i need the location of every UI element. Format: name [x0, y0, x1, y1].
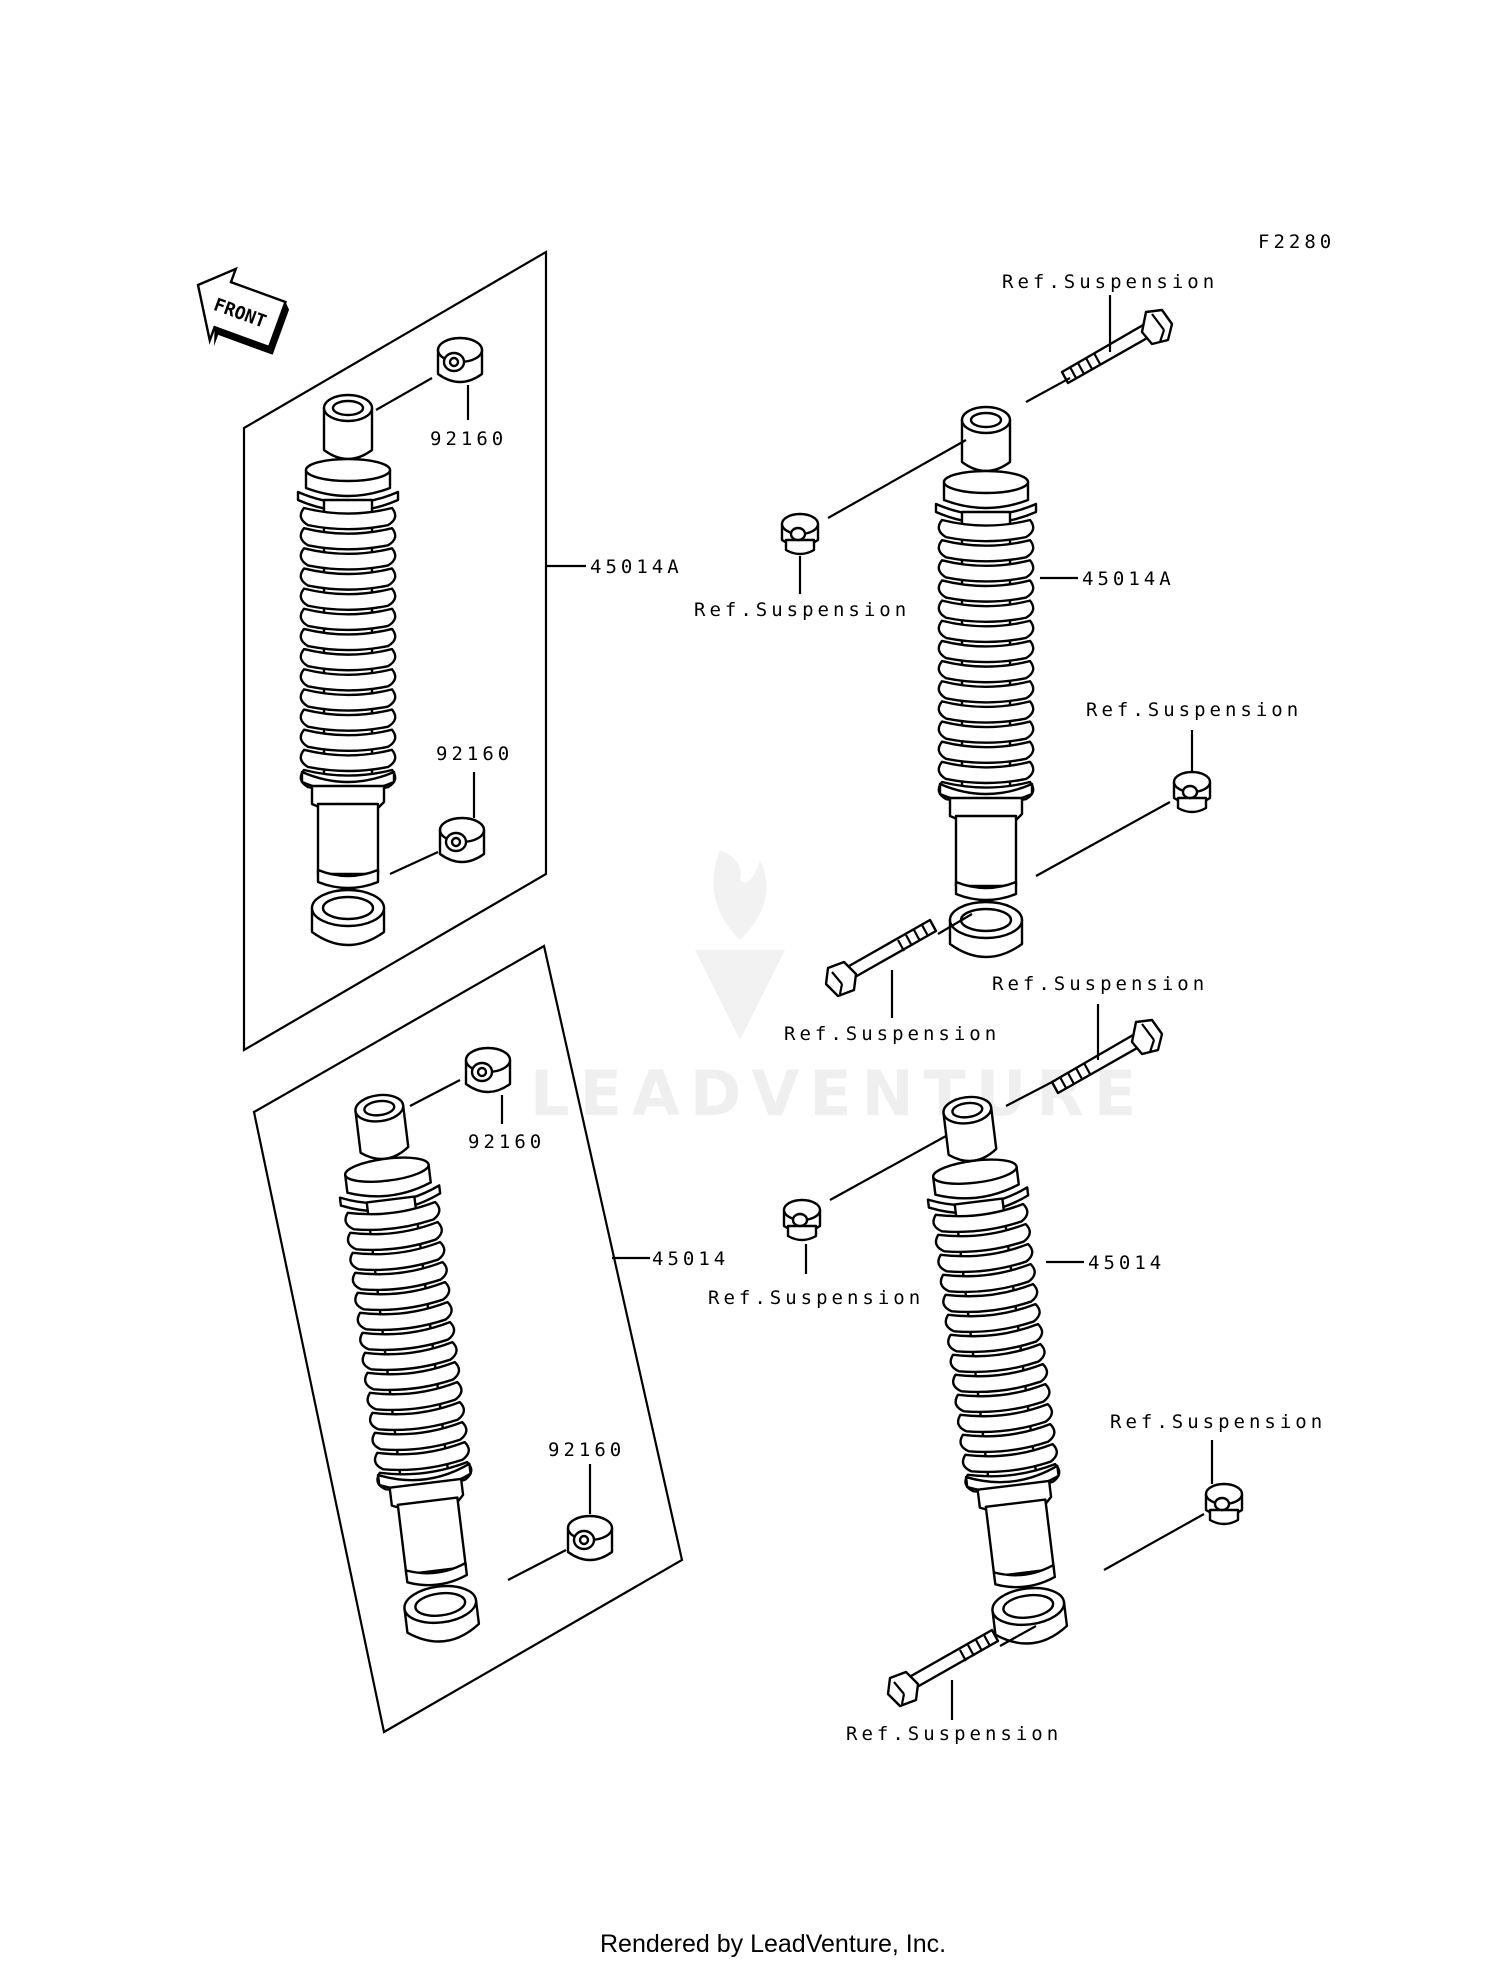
- watermark: LEADVENTURE: [530, 850, 1146, 1130]
- label-92160: 92160: [468, 1131, 545, 1153]
- ref-suspension-label: Ref.Suspension: [708, 1287, 924, 1309]
- label-92160: 92160: [436, 743, 513, 765]
- ref-suspension-label: Ref.Suspension: [1110, 1411, 1326, 1433]
- bolt-bottom-a: [824, 918, 938, 998]
- shock-absorber-45014a-kit: [296, 393, 400, 947]
- ref-suspension-label: Ref.Suspension: [992, 973, 1208, 995]
- ref-suspension-label: Ref.Suspension: [694, 599, 910, 621]
- kit-frame-45014a: [242, 250, 548, 1052]
- flange-nut-top-a: [780, 512, 820, 556]
- flange-nut-bottom: [1204, 1482, 1244, 1526]
- watermark-text: LEADVENTURE: [530, 1057, 1146, 1130]
- label-45014: 45014: [1088, 1252, 1165, 1274]
- bushing-92160-top-a: [436, 336, 484, 384]
- shock-absorber-45014: [914, 1089, 1084, 1651]
- figure-code: F2280: [1258, 231, 1335, 253]
- ref-suspension-label: Ref.Suspension: [846, 1723, 1062, 1745]
- render-credit: Rendered by LeadVenture, Inc.: [600, 1930, 946, 1958]
- bushing-92160-bottom: [566, 1514, 614, 1562]
- bolt-bottom: [886, 1628, 1000, 1708]
- bolt-top-a: [1060, 308, 1174, 385]
- flange-nut-top: [782, 1198, 822, 1242]
- shock-absorber-45014-kit: [326, 1087, 496, 1649]
- label-45014a: 45014A: [1082, 568, 1175, 590]
- ref-suspension-label: Ref.Suspension: [1086, 699, 1302, 721]
- bushing-92160-top: [464, 1046, 512, 1094]
- label-92160: 92160: [430, 428, 507, 450]
- label-45014a: 45014A: [590, 556, 683, 578]
- label-45014: 45014: [652, 1248, 729, 1270]
- label-92160: 92160: [548, 1439, 625, 1461]
- ref-suspension-label: Ref.Suspension: [1002, 271, 1218, 293]
- flange-nut-bottom-a: [1172, 770, 1212, 814]
- front-arrow-icon: FRONT: [196, 266, 290, 355]
- ref-suspension-label: Ref.Suspension: [784, 1023, 1000, 1045]
- kit-frame-45014: [252, 944, 684, 1734]
- bushing-92160-bottom-a: [438, 816, 486, 864]
- shock-absorber-45014a: [934, 405, 1038, 959]
